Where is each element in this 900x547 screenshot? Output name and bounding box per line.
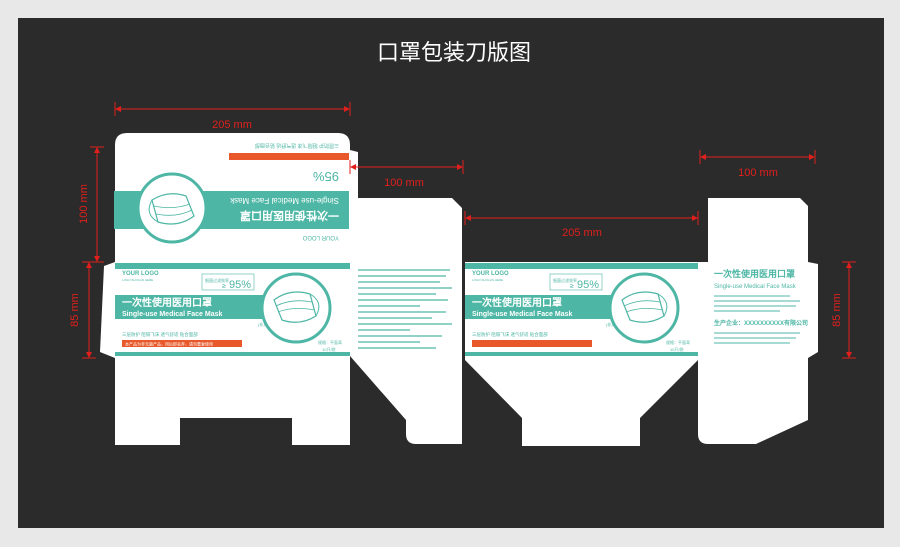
front-efficiency-value: 95% [229, 279, 251, 291]
front-efficiency-label: 细菌过滤效率 [205, 277, 229, 283]
side-panel-1-text-lines [358, 269, 452, 349]
front-efficiency-box [201, 273, 255, 291]
back-count: 10只/袋 [670, 346, 684, 352]
back-slogan: 三层防护 阻隔飞沫 透气舒适 贴合面部 [472, 331, 548, 338]
front-name-en: Single-use Medical Face Mask [122, 311, 222, 318]
front-bottom-band [115, 352, 350, 356]
side2-name-cn: 一次性使用医用口罩 [714, 268, 795, 279]
back-name-cn: 一次性使用医用口罩 [472, 296, 562, 309]
top-flap-warning-band [229, 153, 349, 160]
back-efficiency-symbol: ≥ [570, 283, 574, 290]
back-logo: YOUR LOGO [472, 271, 509, 277]
side2-name-en: Single-use Medical Face Mask [714, 284, 797, 290]
dim-left-height: 85 mm [69, 293, 81, 327]
side-panel-2: 一次性使用医用口罩 Single-use Medical Face Mask 生… [698, 198, 818, 444]
back-efficiency-value: 95% [577, 279, 599, 291]
side-panel-1 [350, 198, 462, 444]
side2-text-lines [714, 295, 800, 312]
dim-side-width: 100 mm [384, 177, 424, 189]
side-panel-2-outline [698, 198, 818, 444]
back-name-band [465, 295, 625, 319]
top-flap-print: 一次性使用医用口罩 Single-use Medical Face Mask 9… [114, 142, 349, 244]
top-flap-name-cn: 一次性使用医用口罩 [240, 209, 339, 223]
front-top-band [115, 263, 350, 269]
top-flap-efficiency: 95% [313, 169, 339, 184]
side2-text-lines-2 [714, 332, 800, 344]
top-flap-slogan: 三层防护 阻隔飞沫 透气舒适 贴合面部 [255, 142, 339, 149]
left-panel: 一次性使用医用口罩 Single-use Medical Face Mask 9… [100, 133, 358, 445]
back-efficiency-box [549, 273, 603, 291]
front-warning: 本产品为非无菌产品，用后即丢弃，请勿重复使用 [125, 341, 213, 347]
side-panel-1-outline [350, 198, 462, 444]
dimension-lines [82, 102, 856, 359]
side2-company: 生产企业：XXXXXXXXXX有限公司 [714, 319, 808, 327]
front-name-cn: 一次性使用医用口罩 [122, 296, 212, 309]
dimension-labels: 205 mm 100 mm 205 mm 100 mm 100 mm 85 mm… [69, 119, 843, 327]
back-warning-band [472, 340, 592, 347]
front-spec: 规格：平面耳 [318, 339, 342, 345]
front-slogan: 三层防护 阻隔飞沫 透气舒适 贴合面部 [122, 331, 198, 338]
dim-top-width: 205 mm [212, 119, 252, 131]
page-title: 口罩包装刀版图 [377, 40, 531, 65]
top-flap-logo: YOUR LOGO [302, 234, 339, 240]
front-name-band [115, 295, 275, 319]
back-top-band [465, 263, 698, 269]
left-side-tab [100, 262, 115, 358]
back-efficiency-label: 细菌过滤效率 [553, 277, 577, 283]
front-logo: YOUR LOGO [122, 271, 159, 277]
dim-right-height: 85 mm [831, 293, 843, 327]
dim-right-side-width: 100 mm [738, 167, 778, 179]
back-mask-icon [608, 272, 680, 344]
top-flap-name-en: Single-use Medical Face Mask [229, 196, 339, 205]
front-warning-band [122, 340, 242, 347]
front-logo-sub: LOGO SLOGAN HERE [122, 278, 153, 282]
back-panel: YOUR LOGO LOGO SLOGAN HERE 细菌过滤效率 ≥ 95% … [465, 262, 698, 446]
back-bottom-band [465, 352, 698, 356]
dim-front-width: 205 mm [562, 227, 602, 239]
dim-top-height: 100 mm [78, 184, 90, 224]
back-name-en: Single-use Medical Face Mask [472, 311, 572, 318]
front-efficiency-symbol: ≥ [222, 283, 226, 290]
back-logo-sub: LOGO SLOGAN HERE [472, 278, 503, 282]
back-spec: 规格：平面耳 [666, 339, 690, 345]
front-count: 10只/袋 [322, 346, 336, 352]
front-mask-icon [260, 272, 332, 344]
